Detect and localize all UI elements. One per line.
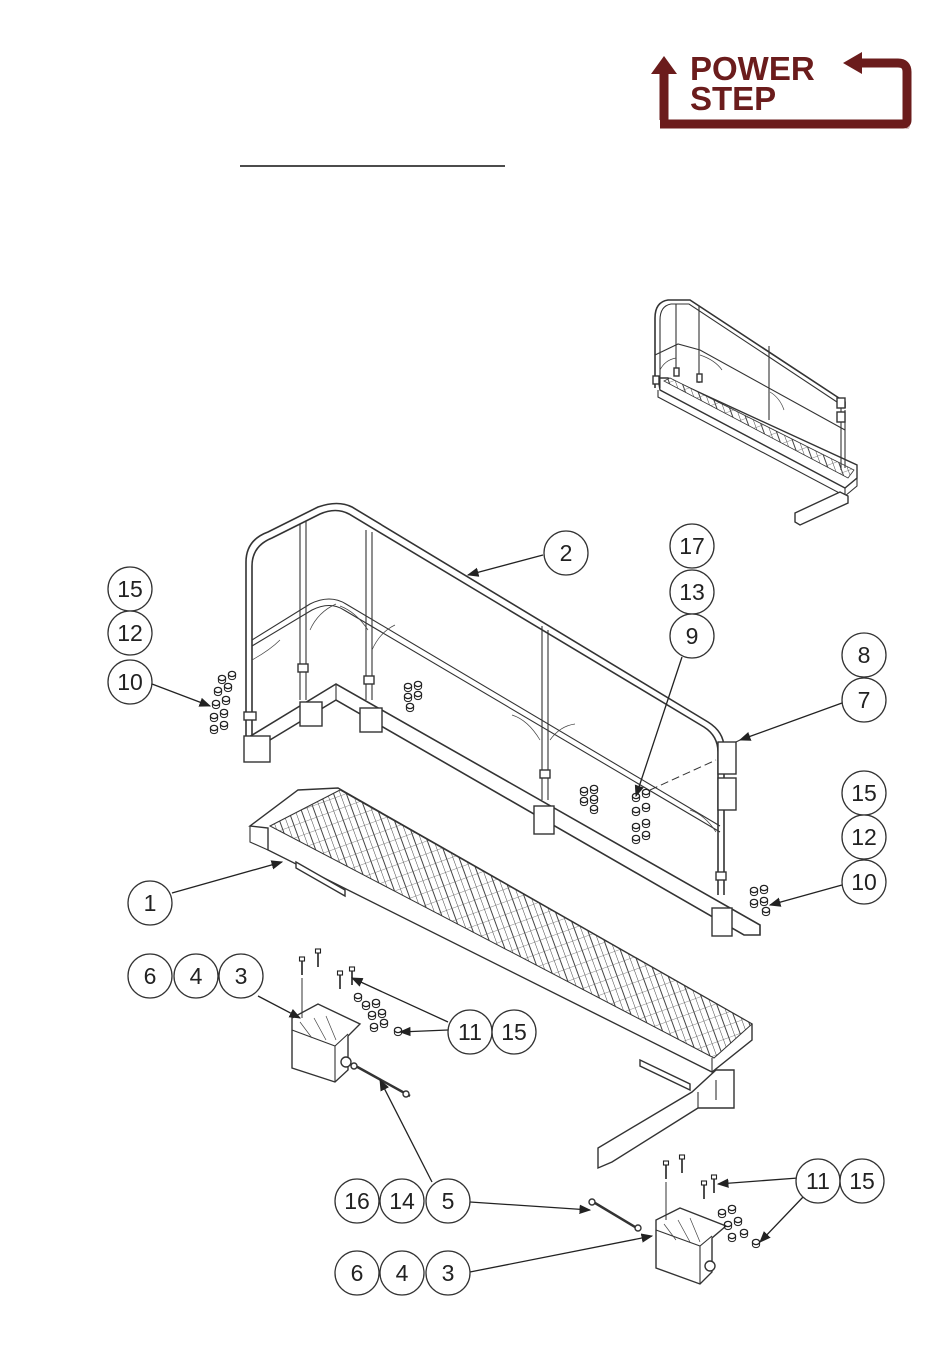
- svg-text:6: 6: [144, 963, 157, 989]
- svg-text:12: 12: [851, 824, 877, 850]
- svg-text:17: 17: [679, 533, 705, 559]
- logo-up-arrow-head: [651, 56, 677, 74]
- svg-text:16: 16: [344, 1188, 370, 1214]
- balloon-14: 14: [380, 1179, 424, 1223]
- logo-line-step: STEP: [690, 80, 776, 117]
- balloon-15-upper-left: 15: [108, 567, 152, 611]
- svg-text:2: 2: [560, 540, 573, 566]
- balloon-9: 9: [670, 614, 714, 658]
- balloon-15-right: 15: [842, 771, 886, 815]
- balloon-15-lower-right: 15: [840, 1159, 884, 1203]
- svg-text:9: 9: [686, 623, 699, 649]
- svg-text:11: 11: [458, 1019, 482, 1045]
- handrail-base-plate-3: [360, 708, 382, 732]
- svg-text:1: 1: [144, 890, 157, 916]
- balloon-5: 5: [426, 1179, 470, 1223]
- logo-registered-mark: ®: [905, 124, 910, 131]
- balloon-13: 13: [670, 570, 714, 614]
- platform-grating: [250, 788, 752, 1168]
- svg-text:6: 6: [351, 1260, 364, 1286]
- balloon-15-middle: 15: [492, 1010, 536, 1054]
- rail-bracket-upper: [718, 742, 736, 774]
- balloon-12-right: 12: [842, 815, 886, 859]
- svg-text:13: 13: [679, 579, 705, 605]
- balloon-2: 2: [544, 531, 588, 575]
- assembled-platform-frame: [658, 378, 857, 488]
- assembled-platform-grating: [664, 378, 854, 478]
- balloon-12-upper-left: 12: [108, 611, 152, 655]
- svg-text:12: 12: [117, 620, 143, 646]
- handrail-post-2: [366, 530, 372, 700]
- balloon-11-lower-right: 11: [796, 1159, 840, 1203]
- svg-text:15: 15: [849, 1168, 875, 1194]
- svg-text:10: 10: [117, 669, 143, 695]
- balloon-3-upper: 3: [219, 954, 263, 998]
- assembled-support-bracket: [795, 492, 848, 525]
- balloon-1: 1: [128, 881, 172, 925]
- balloon-6-upper: 6: [128, 954, 172, 998]
- svg-text:4: 4: [190, 963, 203, 989]
- svg-text:10: 10: [851, 869, 877, 895]
- handrail-base-plate-1: [244, 736, 270, 762]
- balloon-10-upper-left: 10: [108, 660, 152, 704]
- balloon-6-lower: 6: [335, 1251, 379, 1295]
- handrail-base-plate-2: [300, 702, 322, 726]
- balloon-16: 16: [335, 1179, 379, 1223]
- balloon-4-upper: 4: [174, 954, 218, 998]
- svg-text:3: 3: [235, 963, 248, 989]
- svg-text:7: 7: [858, 687, 871, 713]
- handrail-post-1: [300, 521, 306, 700]
- left-pin: [352, 1064, 410, 1096]
- svg-text:11: 11: [806, 1168, 830, 1194]
- svg-text:14: 14: [389, 1188, 415, 1214]
- right-pin: [590, 1200, 640, 1230]
- svg-text:4: 4: [396, 1260, 409, 1286]
- svg-text:3: 3: [442, 1260, 455, 1286]
- svg-text:8: 8: [858, 642, 871, 668]
- balloon-8: 8: [842, 633, 886, 677]
- handrail-base-plate-4: [534, 806, 554, 834]
- balloon-7: 7: [842, 678, 886, 722]
- rail-bracket-lower: [718, 778, 736, 810]
- power-step-logo: POWER STEP ®: [651, 50, 910, 131]
- platform-support-bracket: [598, 1070, 734, 1168]
- balloon-10-right: 10: [842, 860, 886, 904]
- svg-text:15: 15: [501, 1019, 527, 1045]
- balloon-3-lower: 3: [426, 1251, 470, 1295]
- svg-text:5: 5: [442, 1188, 455, 1214]
- balloon-4-lower: 4: [380, 1251, 424, 1295]
- balloon-11-middle: 11: [448, 1010, 492, 1054]
- right-foot-bracket: [589, 1182, 726, 1284]
- handrail-base-plate-5: [712, 908, 732, 936]
- balloon-17: 17: [670, 524, 714, 568]
- assembled-view: [653, 300, 857, 525]
- svg-text:15: 15: [851, 780, 877, 806]
- svg-text:15: 15: [117, 576, 143, 602]
- logo-left-arrow-head: [843, 52, 862, 74]
